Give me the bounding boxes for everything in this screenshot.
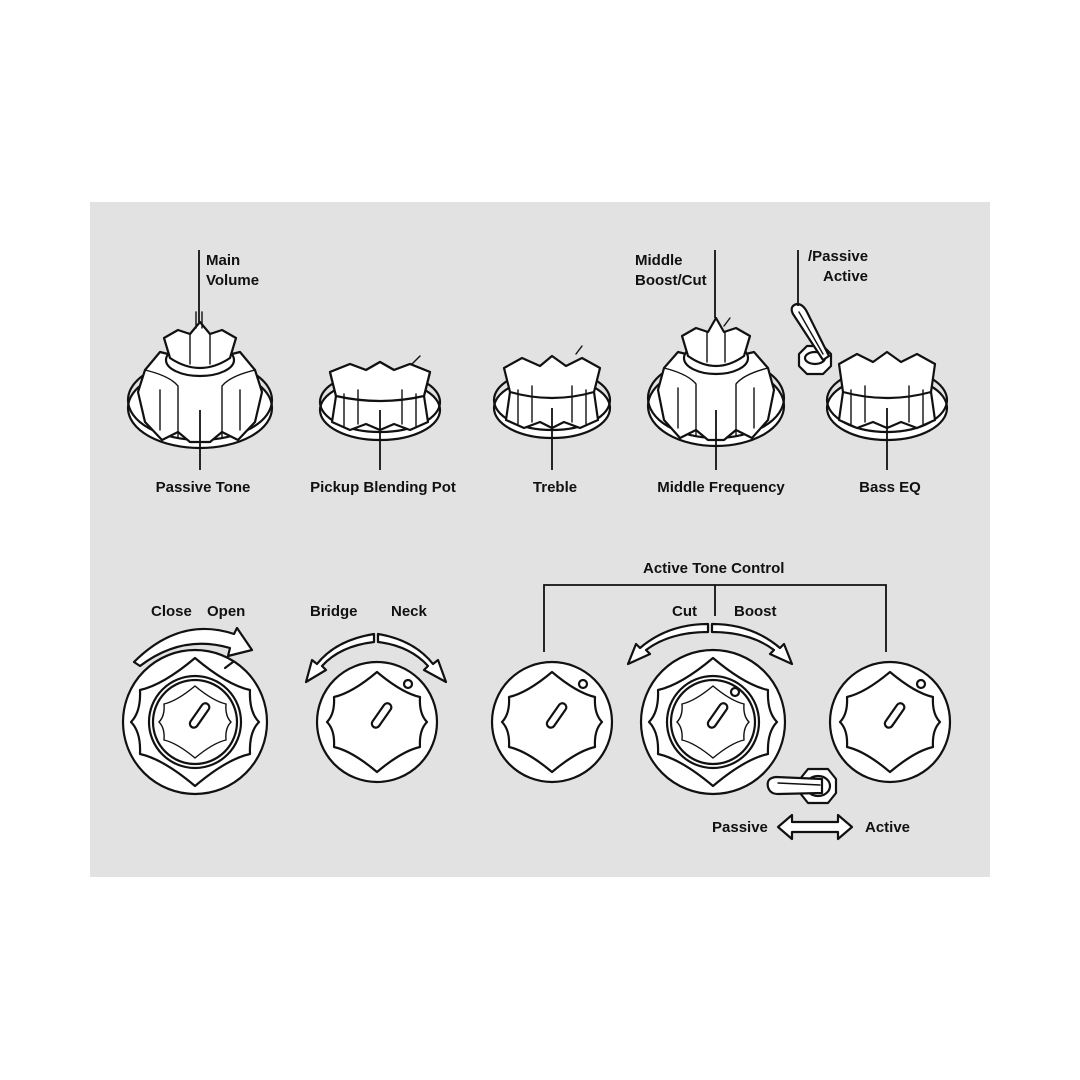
knob-icon-bottom-treble: [490, 660, 614, 784]
rotation-arrow-icon-boost: [710, 622, 794, 666]
label-middle-frequency: Middle Frequency: [657, 479, 785, 496]
rotation-arrow-icon-bridge: [304, 632, 376, 684]
label-bass-eq: Bass EQ: [859, 479, 921, 496]
toggle-switch-icon-top: [790, 302, 833, 376]
label-open: Open: [207, 603, 245, 620]
double-arrow-icon-passive-active: [776, 813, 854, 841]
label-main-volume-line2: Volume: [206, 272, 259, 289]
label-main-volume-line1: Main: [206, 252, 240, 269]
knob-icon-bottom-volume-tone: [121, 648, 269, 796]
label-neck: Neck: [391, 603, 428, 620]
stacked-knob-icon-middle-frequency: [646, 316, 786, 448]
label-active-line: Active: [823, 268, 868, 285]
toggle-switch-icon-bottom: [766, 767, 838, 805]
label-cut: Cut: [672, 603, 697, 620]
label-passive: Passive: [712, 819, 768, 836]
label-active: Active: [865, 819, 910, 836]
label-active-tone-control: Active Tone Control: [643, 560, 784, 577]
label-middle-boost-cut-line2: Boost/Cut: [635, 272, 707, 289]
rotation-arrow-icon-cut: [626, 622, 710, 666]
stacked-knob-icon-passive-tone: [126, 311, 274, 450]
knob-icon-bottom-middle: [639, 648, 787, 796]
knob-icon-bottom-bass: [828, 660, 952, 784]
rotation-arrow-icon-neck: [376, 632, 448, 684]
label-bridge: Bridge: [310, 603, 358, 620]
rotation-arrow-icon-close-open: [132, 626, 254, 668]
active-tone-control-bracket: [543, 584, 887, 652]
label-passive-line: /Passive: [808, 248, 868, 265]
knob-icon-bottom-pickup: [315, 660, 439, 784]
label-passive-tone: Passive Tone: [156, 479, 251, 496]
label-close: Close: [151, 603, 192, 620]
label-boost: Boost: [734, 603, 777, 620]
label-pickup-blending-pot: Pickup Blending Pot: [310, 479, 456, 496]
label-treble: Treble: [533, 479, 577, 496]
label-middle-boost-cut-line1: Middle: [635, 252, 683, 269]
